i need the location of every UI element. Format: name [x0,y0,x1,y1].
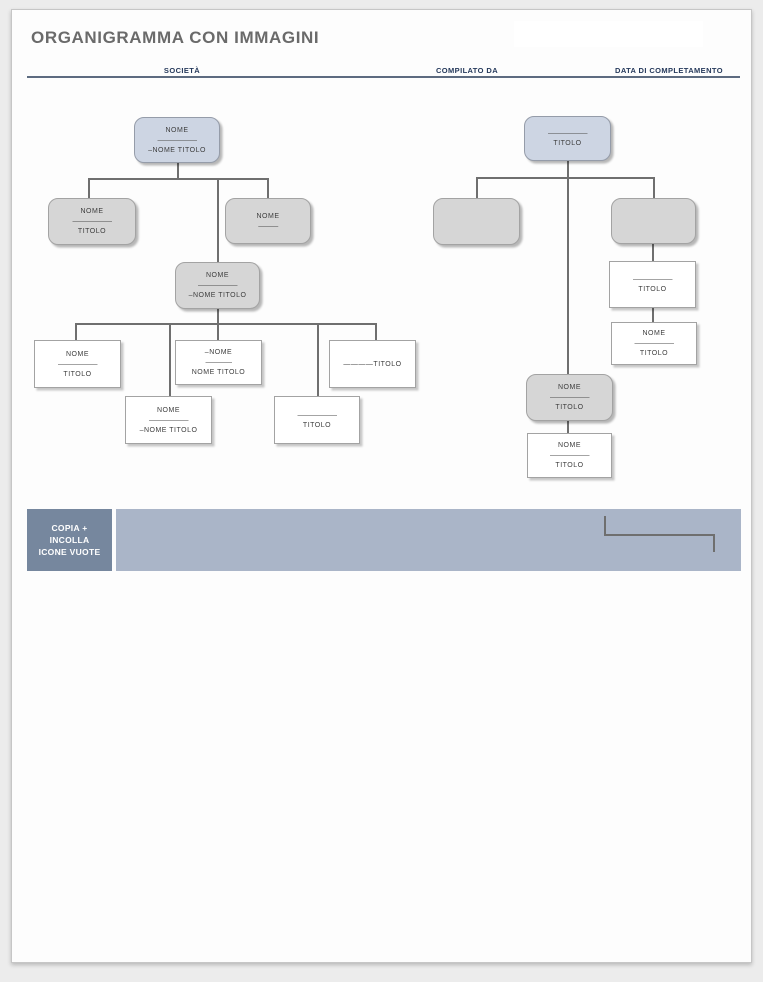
banner-label-line: INCOLLA [49,535,90,545]
copy-paste-banner-area[interactable] [116,509,741,571]
connector-line [75,323,376,325]
connector-line [88,178,268,180]
header-field-societa: SOCIETÀ [163,66,201,75]
header-field-compilato-da: COMPILATO DA [435,66,499,75]
node-blank-line: —————— [550,394,590,401]
node-blank-line: —————— [198,282,238,289]
header-rule [27,76,740,78]
connector-line [217,307,219,323]
org-left-child-right-node[interactable]: NOME ——— [225,198,311,244]
node-blank-line: —————— [149,416,189,424]
org-left-manager-node[interactable]: NOME —————— –NOME TITOLO [175,262,260,309]
connector-line [653,177,655,198]
org-right-child-left-node[interactable] [433,198,520,245]
node-name-line: NOME [558,384,581,391]
connector-line [88,178,90,198]
sample-connector-line[interactable] [604,534,714,536]
node-name-line: NOME [558,442,581,449]
connector-line [217,178,219,262]
connector-line [169,323,171,396]
org-right-manager-node[interactable]: NOME —————— TITOLO [526,374,613,421]
org-left-leaf-3-node[interactable]: ————TITOLO [329,340,416,388]
connector-line [567,419,569,433]
node-title-line: TITOLO [555,462,584,469]
page-title: ORGANIGRAMMA CON IMMAGINI [31,28,320,47]
node-blank-line: —————— [297,411,338,419]
connector-line [317,323,319,396]
node-blank-line: —————— [548,130,588,137]
org-right-branch-1-node[interactable]: —————— TITOLO [609,261,696,308]
sample-connector-line[interactable] [604,516,606,534]
org-left-leaf-2-node[interactable]: –NOME ———— NOME TITOLO [175,340,262,385]
org-right-root-node[interactable]: —————— TITOLO [524,116,611,161]
node-title-line: –NOME TITOLO [148,146,206,154]
org-right-report-node[interactable]: NOME —————— TITOLO [527,433,612,478]
node-blank-line: —————— [157,136,198,144]
org-left-leaf-4-node[interactable]: NOME —————— –NOME TITOLO [125,396,212,444]
node-title-line: NOME TITOLO [191,369,246,376]
org-right-branch-2-node[interactable]: NOME —————— TITOLO [611,322,697,365]
node-blank-line: —————— [72,218,113,225]
node-title-line: TITOLO [639,350,669,357]
node-name-line: NOME [206,272,229,279]
node-blank-line: —————— [550,452,590,459]
connector-line [652,242,654,261]
connector-line [217,323,219,340]
logo-placeholder[interactable] [514,21,703,47]
connector-line [267,178,269,198]
connector-line [652,306,654,322]
node-title-line: TITOLO [555,404,584,411]
node-blank-line: —————— [633,276,673,283]
banner-label-line: COPIA + [51,523,88,533]
org-left-root-node[interactable]: NOME —————— –NOME TITOLO [134,117,220,163]
node-name-line: NOME [642,330,666,337]
node-blank-line: ———— [205,359,233,366]
node-blank-line: ——— [258,222,278,230]
banner-label-line: ICONE VUOTE [38,547,101,557]
node-title-line: –NOME TITOLO [139,426,198,434]
connector-line [567,159,569,374]
connector-line [476,177,478,198]
connector-line [177,161,179,178]
node-name-line: NOME [80,208,104,215]
node-title-line: ————TITOLO [343,360,402,368]
node-name-line: NOME [66,350,89,358]
node-title-line: TITOLO [302,421,332,429]
connector-line [375,323,377,340]
node-name-line: NOME [256,212,280,220]
node-name-line: –NOME [204,349,233,356]
node-title-line: TITOLO [63,370,92,378]
org-left-child-left-node[interactable]: NOME —————— TITOLO [48,198,136,245]
node-title-line: TITOLO [77,228,107,235]
node-title-line: TITOLO [638,286,667,293]
node-title-line: –NOME TITOLO [188,292,247,299]
sample-connector-line[interactable] [713,534,715,552]
header-field-data-completamento: DATA DI COMPLETAMENTO [615,66,723,75]
org-left-leaf-5-node[interactable]: —————— TITOLO [274,396,360,444]
connector-line [476,177,654,179]
node-title-line: TITOLO [553,140,582,147]
document-page: ORGANIGRAMMA CON IMMAGINI SOCIETÀ COMPIL… [11,9,752,963]
node-name-line: NOME [157,406,180,414]
org-right-child-right-node[interactable] [611,198,696,244]
org-left-leaf-1-node[interactable]: NOME —————— TITOLO [34,340,121,388]
copy-paste-banner-label[interactable]: COPIA + INCOLLA ICONE VUOTE [27,509,112,571]
node-blank-line: —————— [634,340,675,347]
node-name-line: NOME [165,126,189,134]
connector-line [75,323,77,340]
node-blank-line: —————— [58,360,98,368]
